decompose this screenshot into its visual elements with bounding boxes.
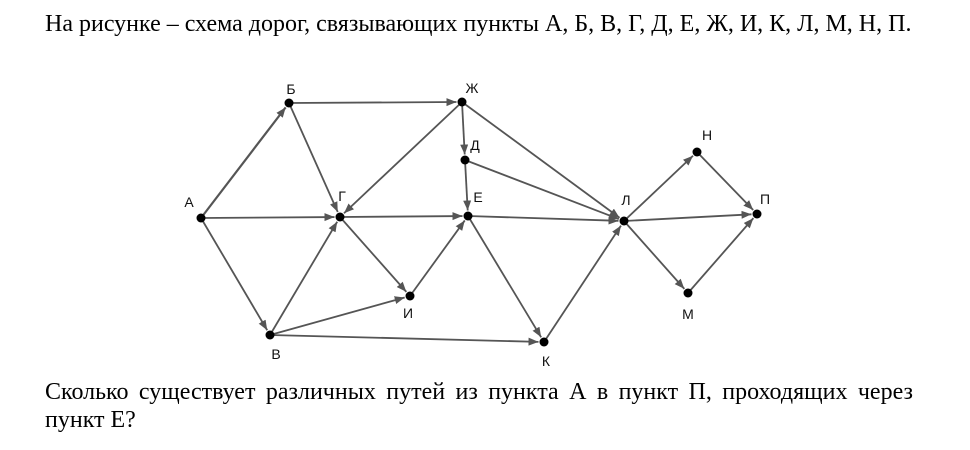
nodes-layer [196,97,762,347]
edge-d-l [464,159,620,220]
edge-e-l [467,215,619,225]
edge-g-i [339,216,408,293]
node-label-i: И [403,305,413,321]
edge-a-b [200,106,287,219]
edge-k-l [543,225,622,343]
node-a [196,213,206,223]
edge-e-k [467,215,542,338]
edge-l-m [623,220,686,290]
node-d [460,155,470,165]
edge-v-k [269,334,539,346]
problem-question-text: Сколько существует различных путей из пу… [45,379,913,433]
edge-zh-l [461,101,621,219]
node-k [539,337,549,347]
node-n [692,147,702,157]
edge-v-i [269,296,405,336]
node-e [463,211,473,221]
edge-zh-d [460,101,469,155]
node-label-b: Б [286,81,295,97]
edge-a-g [200,213,335,222]
edges-layer [200,98,755,346]
edge-v-g [269,221,338,336]
node-label-g: Г [338,188,346,204]
node-label-d: Д [470,137,480,153]
node-v [265,330,275,340]
node-label-l: Л [621,192,630,208]
node-b [284,98,294,108]
node-zh [457,97,467,107]
node-label-zh: Ж [466,80,479,96]
node-l [619,216,629,226]
node-label-m: М [682,306,694,322]
problem-intro-text: На рисунке – схема дорог, связывающих пу… [45,11,912,37]
edge-b-g [288,102,339,213]
node-g [335,212,345,222]
edge-n-p [696,151,754,211]
edge-d-e [463,159,472,211]
node-i [405,291,415,301]
node-m [683,288,693,298]
edge-l-n [623,155,694,222]
edge-b-zh [288,98,457,107]
node-label-n: Н [702,127,712,143]
edge-l-p [623,210,752,222]
edge-g-e [339,212,463,221]
node-label-v: В [271,346,280,362]
node-label-e: Е [473,189,482,205]
edge-a-v [200,217,268,331]
node-label-p: П [760,191,770,207]
edge-i-e [409,219,466,297]
node-p [752,209,762,219]
labels-layer: А Б В Г Д Е Ж И К Л М Н П [184,80,770,369]
node-label-k: К [542,353,551,369]
node-label-a: А [184,194,194,210]
edge-zh-g [343,101,463,214]
edge-m-p [687,217,755,294]
